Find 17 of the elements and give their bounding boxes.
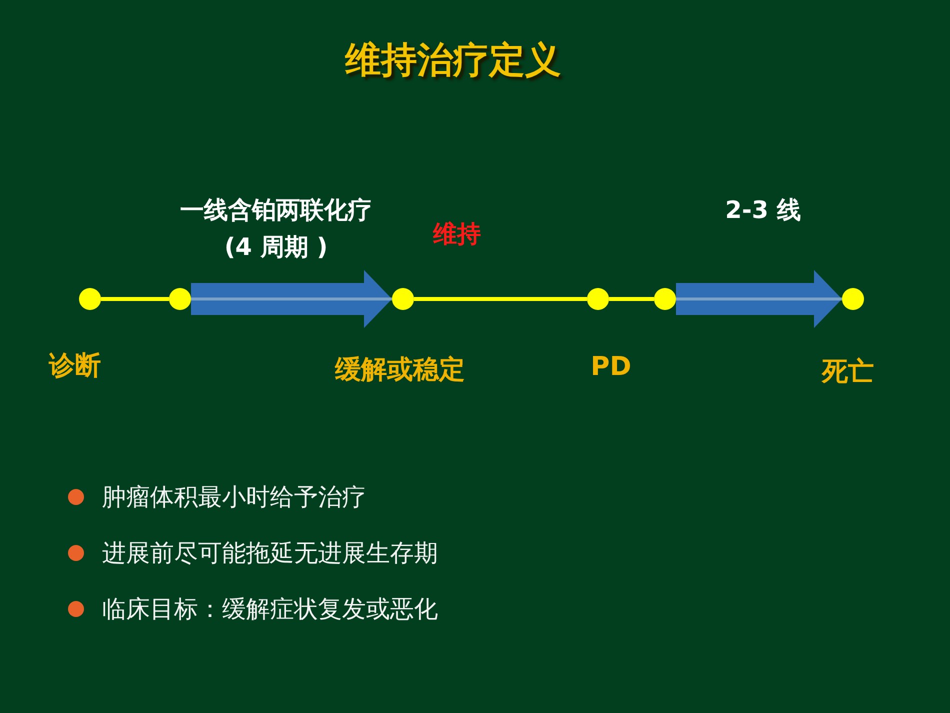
timeline-dot (842, 288, 864, 310)
timeline-label: 缓解或稳定 (335, 354, 465, 387)
edge-label: 维持 (433, 219, 481, 250)
timeline-dot (587, 288, 609, 310)
timeline-label: 诊断 (49, 350, 101, 383)
timeline-label: PD (590, 352, 632, 382)
bullet-text: 肿瘤体积最小时给予治疗 (102, 482, 366, 513)
timeline-dot (79, 288, 101, 310)
timeline-label: 死亡 (822, 356, 874, 389)
slide-title: 维持治疗定义 (344, 39, 562, 83)
edge-label: 一线含铂两联化疗 (4 周期 ) (179, 195, 373, 263)
timeline-dot (169, 288, 191, 310)
bullet-text: 进展前尽可能拖延无进展生存期 (102, 538, 438, 569)
edge-label: 2-3 线 (725, 195, 801, 226)
timeline-dot (392, 288, 414, 310)
timeline-dot (654, 288, 676, 310)
bullet-text: 临床目标：缓解症状复发或恶化 (102, 594, 438, 625)
